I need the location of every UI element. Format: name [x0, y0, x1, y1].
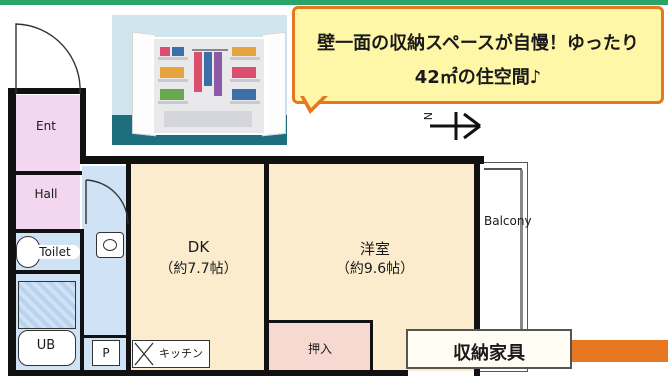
wall-south: [8, 370, 408, 376]
wall-north-entry: [8, 88, 86, 94]
wall-p-top: [84, 335, 128, 338]
wardrobe-box-icon: [232, 89, 256, 100]
wall-ent-hall: [8, 171, 82, 175]
top-accent-bar: [0, 0, 668, 5]
wardrobe-box-icon: [172, 47, 184, 56]
label-hall: Hall: [34, 187, 58, 201]
label-western-size: （約9.6帖）: [335, 261, 415, 277]
callout-line-2: 42㎡の住空間♪: [414, 67, 542, 88]
wardrobe-rail: [192, 49, 228, 51]
wardrobe-shelf: [230, 79, 260, 82]
room-western: [268, 162, 476, 322]
kitchen-stove-icon: [134, 342, 154, 366]
storage-arrow-bar: [572, 340, 668, 362]
bathtub-icon: [18, 330, 76, 366]
hall-door-swing: [85, 179, 129, 225]
room-closet: [268, 322, 372, 371]
label-dk-name: DK: [187, 238, 210, 256]
wall-north-main: [80, 156, 484, 164]
wall-dk-western: [264, 164, 269, 372]
wardrobe-shelf: [230, 101, 260, 104]
room-hall: [12, 173, 80, 231]
hanging-dress-icon: [194, 52, 202, 92]
wardrobe-shelf: [230, 57, 260, 60]
hanging-coat-icon: [214, 52, 222, 96]
label-toilet: Toilet: [30, 245, 80, 259]
label-p: P: [92, 340, 120, 366]
label-dk-size: （約7.7帖）: [159, 261, 238, 277]
wall-toilet-bath: [8, 270, 84, 274]
wall-west: [8, 92, 16, 374]
compass-letter: N: [421, 112, 434, 120]
wardrobe-box-icon: [160, 89, 184, 100]
wall-entry-east: [80, 88, 86, 162]
label-closet: 押入: [307, 342, 332, 356]
wardrobe-shelf: [158, 79, 188, 82]
wall-bath-east: [80, 229, 84, 375]
compass-north-icon: N: [421, 112, 481, 140]
sink-basin: [103, 239, 117, 251]
wall-east: [474, 156, 480, 376]
balcony-window-frame: [520, 170, 523, 360]
label-kitchen: キッチン: [159, 347, 203, 360]
wall-closet-top: [266, 320, 372, 323]
wardrobe-illustration: [112, 15, 287, 145]
wardrobe-box-icon: [160, 67, 184, 78]
wardrobe-shelf: [158, 57, 188, 60]
wardrobe-box-icon: [232, 47, 256, 56]
storage-furniture-label-box: 収納家具: [406, 329, 572, 369]
wardrobe-shelf: [158, 101, 188, 104]
kitchen-counter: [132, 340, 210, 368]
wardrobe-box-icon: [232, 67, 256, 78]
wardrobe-interior: [152, 37, 266, 135]
callout-bubble: 壁一面の収納スペースが自慢！ゆったり 42㎡の住空間♪: [292, 6, 664, 104]
room-dk: [130, 162, 267, 371]
wardrobe-drawer: [164, 111, 252, 127]
label-western-name: 洋室: [359, 240, 390, 258]
label-ent: Ent: [36, 119, 56, 133]
wardrobe-box-icon: [160, 47, 170, 56]
storage-furniture-label: 収納家具: [453, 343, 525, 364]
wall-wash-dk: [126, 164, 131, 372]
shower-floor: [18, 281, 76, 329]
wall-hall-toilet: [8, 229, 82, 233]
room-entrance: [12, 95, 80, 173]
entrance-door-swing: [15, 23, 81, 95]
sink-icon: [96, 232, 124, 258]
wall-closet-east: [370, 320, 373, 372]
label-ub: UB: [36, 338, 56, 353]
callout-tail-inner: [304, 96, 323, 108]
label-balcony: Balcony: [484, 214, 532, 228]
hanging-shirt-icon: [204, 52, 212, 86]
callout-line-1: 壁一面の収納スペースが自慢！ゆったり: [317, 33, 639, 54]
balcony-rail: [484, 168, 522, 170]
